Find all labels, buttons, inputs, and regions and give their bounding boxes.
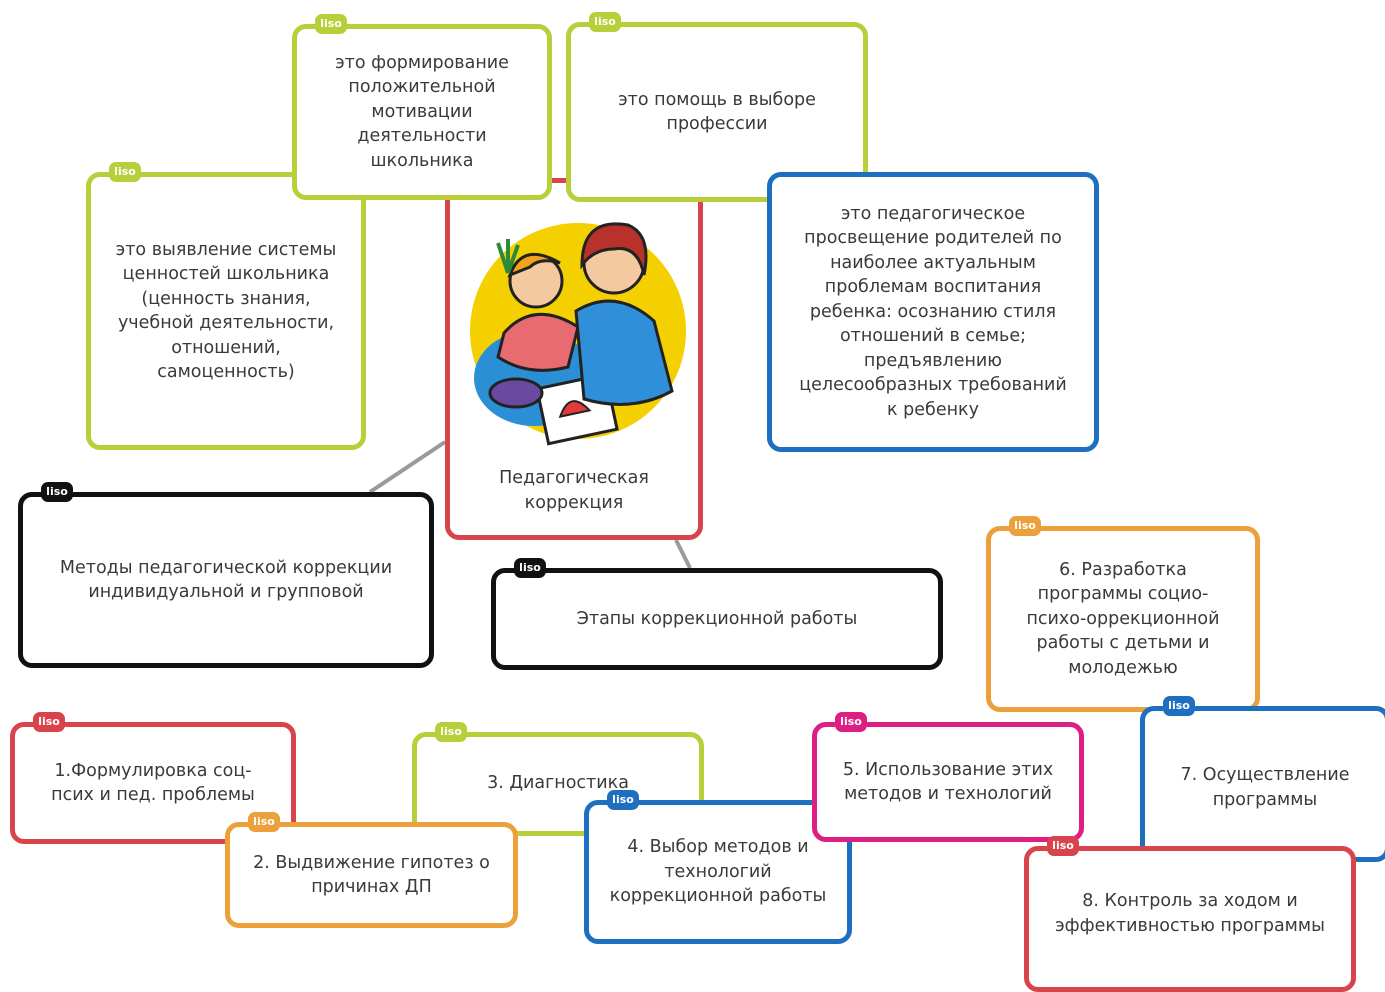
stage-text: 4. Выбор методов и технологий коррекцион…: [609, 837, 827, 907]
stage-node-4[interactable]: liso 4. Выбор методов и технологий корре…: [584, 790, 852, 944]
stage-text: 1.Формулировка соц- псих и пед. проблемы: [51, 760, 255, 806]
boy-body: [496, 313, 580, 372]
branch-text: Методы педагогической коррекции индивиду…: [59, 557, 393, 603]
stage-text: 6. Разработка программы социо- психо-орр…: [1026, 559, 1220, 678]
definition-text: это формирование положительной мотивации…: [335, 52, 509, 171]
node-tag: liso: [315, 14, 347, 34]
definition-node-values[interactable]: liso это выявление системы ценностей шко…: [86, 162, 366, 450]
boy-hair: [507, 253, 561, 278]
stage-node-8[interactable]: liso 8. Контроль за ходом и эффективност…: [1024, 836, 1356, 992]
definition-node-motivation[interactable]: liso это формирование положительной моти…: [292, 14, 552, 200]
branch-text: Этапы коррекционной работы: [576, 608, 858, 629]
teacher-body: [574, 299, 674, 406]
connector-center-to-stages: [674, 539, 692, 569]
node-tag: liso: [33, 712, 65, 732]
stage-node-2[interactable]: liso 2. Выдвижение гипотез о причинах ДП: [225, 812, 518, 928]
plant: [496, 239, 520, 274]
stage-text: 7. Осуществление программы: [1180, 765, 1350, 810]
branch-node-methods[interactable]: liso Методы педагогической коррекции инд…: [18, 482, 434, 668]
node-tag: liso: [514, 558, 546, 578]
stage-node-6[interactable]: liso 6. Разработка программы социо- псих…: [986, 516, 1260, 712]
teacher-student-illustration: [470, 222, 686, 446]
stage-text: 5. Использование этих методов и технолог…: [842, 759, 1054, 805]
branch-node-stages[interactable]: liso Этапы коррекционной работы: [491, 558, 943, 670]
stage-text: 2. Выдвижение гипотез о причинах ДП: [253, 852, 490, 898]
center-node-label: Педагогическая коррекция: [499, 468, 649, 513]
stage-text: 8. Контроль за ходом и эффективностью пр…: [1055, 891, 1325, 936]
connector-center-to-methods: [368, 440, 447, 494]
node-tag: liso: [435, 722, 467, 742]
stage-node-5[interactable]: liso 5. Использование этих методов и тех…: [812, 712, 1084, 842]
definition-node-parents[interactable]: это педагогическое просвещение родителей…: [767, 172, 1099, 452]
node-tag: liso: [607, 790, 639, 810]
node-tag: liso: [41, 482, 73, 502]
stage-node-3[interactable]: liso 3. Диагностика: [412, 722, 704, 836]
definition-text: это помощь в выборе профессии: [618, 89, 816, 135]
node-tag: liso: [248, 812, 280, 832]
node-tag: liso: [1047, 836, 1079, 856]
node-tag: liso: [1163, 696, 1195, 716]
paint-palette: [488, 377, 544, 409]
center-node-pedagogical-correction[interactable]: Педагогическая коррекция: [445, 178, 703, 540]
node-tag: liso: [835, 712, 867, 732]
node-tag: liso: [589, 12, 621, 32]
stage-text: 3. Диагностика: [487, 773, 629, 793]
stage-node-7[interactable]: liso 7. Осуществление программы: [1140, 696, 1385, 862]
node-tag: liso: [1009, 516, 1041, 536]
definition-text: это выявление системы ценностей школьник…: [115, 239, 337, 383]
node-tag: liso: [109, 162, 141, 182]
teacher-hair: [580, 222, 648, 276]
paper-drawing: [558, 400, 592, 419]
definition-text: это педагогическое просвещение родителей…: [799, 203, 1067, 420]
